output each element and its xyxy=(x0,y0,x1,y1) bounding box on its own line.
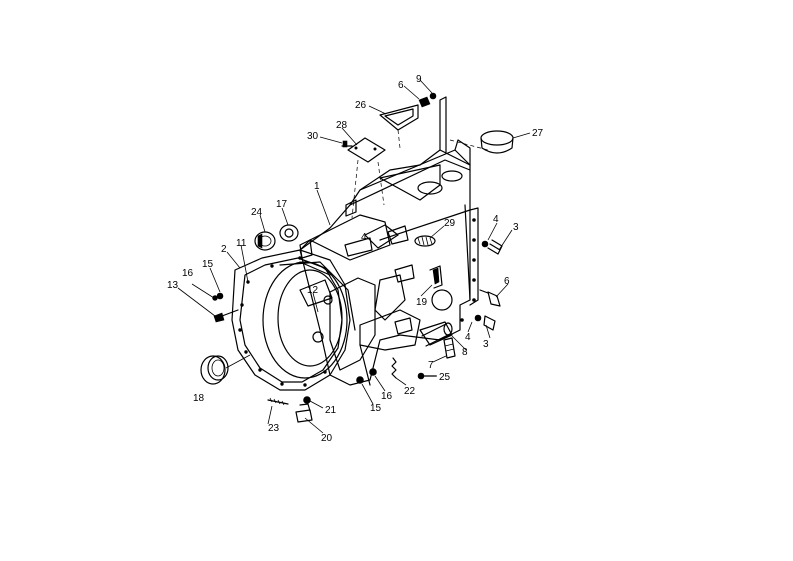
spring-22 xyxy=(391,357,397,379)
gasket-bolt-holes xyxy=(238,256,327,387)
callout-11: 11 xyxy=(236,238,247,249)
drain-plug-20 xyxy=(295,403,313,423)
callout-6-right: 6 xyxy=(504,276,510,287)
callout-13: 13 xyxy=(167,280,179,291)
callout-4-upper: 4 xyxy=(493,214,499,225)
callout-9: 9 xyxy=(416,74,422,85)
clip-19 xyxy=(429,265,443,289)
main-housing xyxy=(299,96,479,386)
inner-shaft xyxy=(299,279,333,307)
callout-12: 12 xyxy=(307,285,319,296)
tube-fitting xyxy=(421,322,456,359)
washer-21 xyxy=(303,396,311,404)
round-cap xyxy=(449,130,514,154)
callout-20: 20 xyxy=(321,433,333,444)
callout-1: 1 xyxy=(314,181,320,192)
oil-seal-18 xyxy=(200,354,251,385)
callout-25: 25 xyxy=(439,372,451,383)
callout-16-left: 16 xyxy=(182,268,194,279)
callout-17: 17 xyxy=(276,199,288,210)
triangular-gasket xyxy=(379,104,419,149)
bell-housing-gasket xyxy=(231,249,356,391)
callout-6-top: 6 xyxy=(398,80,404,91)
bottom-washers xyxy=(356,368,377,384)
bolt-30 xyxy=(341,140,353,148)
left-fasteners xyxy=(212,292,239,323)
callout-27: 27 xyxy=(532,128,544,139)
callout-29: 29 xyxy=(444,218,456,229)
right-bolt-lower xyxy=(474,314,496,331)
callout-28: 28 xyxy=(336,120,348,131)
stud-23 xyxy=(267,397,289,406)
callout-4-lower: 4 xyxy=(465,332,471,343)
callout-3-lower: 3 xyxy=(483,339,489,350)
callout-4-inner: 4 xyxy=(361,232,367,243)
callout-8: 8 xyxy=(462,347,468,358)
callout-7: 7 xyxy=(428,360,434,371)
callout-labels: 1 2 3 3 4 4 4 6 6 7 8 9 11 12 13 15 15 1… xyxy=(167,74,544,444)
right-bolt-upper xyxy=(481,239,503,255)
callout-24: 24 xyxy=(251,207,263,218)
top-cover-plate xyxy=(347,137,386,219)
callout-15-bottom: 15 xyxy=(370,403,382,414)
callout-2: 2 xyxy=(221,244,227,255)
bearing-17 xyxy=(279,224,299,242)
top-nut xyxy=(418,92,437,108)
callout-3-upper: 3 xyxy=(513,222,519,233)
callout-30: 30 xyxy=(307,131,319,142)
leader-lines xyxy=(177,79,531,434)
callout-23: 23 xyxy=(268,423,280,434)
callout-16-bottom: 16 xyxy=(381,391,393,402)
seal-24 xyxy=(254,231,276,251)
bushing-29 xyxy=(414,235,436,247)
callout-15-left: 15 xyxy=(202,259,214,270)
callout-26: 26 xyxy=(355,100,367,111)
flange-bolt-holes xyxy=(460,218,476,322)
callout-18: 18 xyxy=(193,393,205,404)
callout-19: 19 xyxy=(416,297,428,308)
callout-21: 21 xyxy=(325,405,337,416)
callout-22: 22 xyxy=(404,386,416,397)
right-bolt-middle xyxy=(479,289,501,307)
